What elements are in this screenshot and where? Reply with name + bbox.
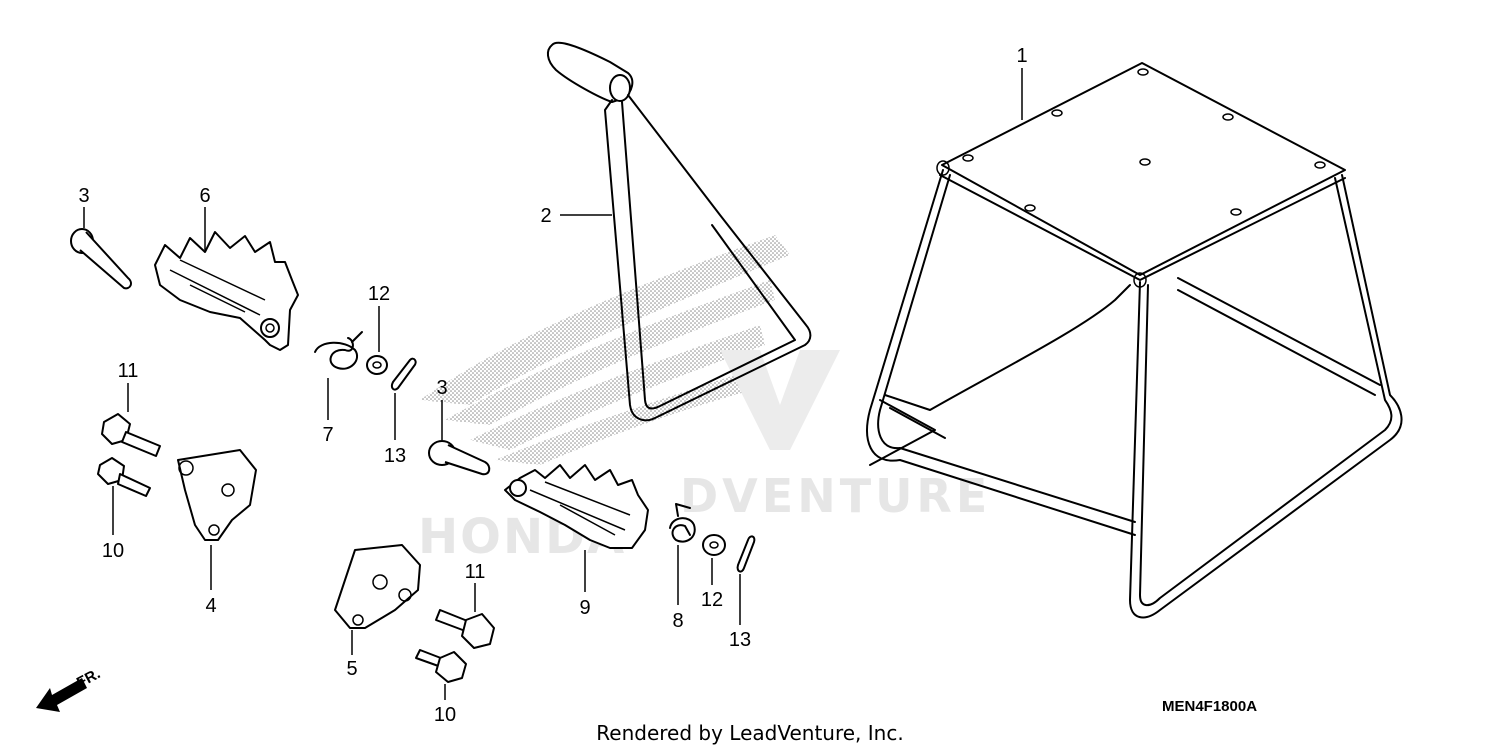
callout-13-upper: 13 [384, 445, 406, 467]
part-6-footpeg-left[interactable] [154, 231, 299, 351]
callout-1: 1 [1016, 45, 1027, 67]
part-13-cotter-upper[interactable] [390, 357, 417, 391]
callout-9: 9 [579, 597, 590, 619]
callout-7: 7 [322, 424, 333, 446]
callout-10-left: 10 [102, 540, 124, 562]
callout-6: 6 [199, 185, 210, 207]
front-arrow-icon [36, 678, 87, 712]
part-7-spring-left[interactable] [314, 331, 363, 370]
part-11-bolt-right[interactable] [435, 609, 495, 649]
part-9-footpeg-right[interactable] [504, 464, 649, 549]
callout-3-lower: 3 [436, 377, 447, 399]
callout-13-lower: 13 [729, 629, 751, 651]
part-2-lift-lever[interactable] [546, 41, 812, 422]
part-12-washer-lower[interactable] [702, 534, 726, 556]
leader-lines [83, 68, 1023, 700]
callout-10-right: 10 [434, 704, 456, 726]
callout-12-upper: 12 [368, 283, 390, 305]
callout-5: 5 [346, 658, 357, 680]
callout-3-upper: 3 [78, 185, 89, 207]
callout-8: 8 [672, 610, 683, 632]
v-logo-watermark [720, 350, 840, 450]
front-indicator: FR. [36, 665, 103, 712]
part-3-pin-lower[interactable] [428, 440, 491, 476]
part-10-bolt-left[interactable] [97, 457, 151, 497]
part-10-bolt-right[interactable] [415, 649, 467, 683]
part-12-washer-upper[interactable] [366, 355, 388, 375]
part-4-bracket-left[interactable] [177, 449, 257, 541]
part-1-stand[interactable] [866, 62, 1403, 619]
watermark-dventure: DVENTURE [680, 469, 991, 523]
part-5-bracket-right[interactable] [334, 544, 421, 629]
callout-11-right: 11 [465, 561, 486, 583]
callout-2: 2 [540, 205, 551, 227]
render-note: Rendered by LeadVenture, Inc. [596, 721, 903, 745]
callout-11-left: 11 [118, 360, 139, 382]
part-8-spring-right[interactable] [669, 503, 696, 543]
part-3-pin-upper[interactable] [70, 228, 132, 290]
callout-4: 4 [205, 595, 216, 617]
callout-12-lower: 12 [701, 589, 723, 611]
part-13-cotter-lower[interactable] [736, 535, 756, 573]
callout-labels: 1 2 3 6 12 11 7 13 3 10 4 11 5 10 9 8 12… [78, 45, 1027, 726]
diagram-code: MEN4F1800A [1162, 698, 1257, 715]
wing-watermark [420, 235, 790, 465]
watermark: DVENTURE HONDA [418, 235, 991, 565]
part-11-bolt-left[interactable] [101, 413, 161, 457]
